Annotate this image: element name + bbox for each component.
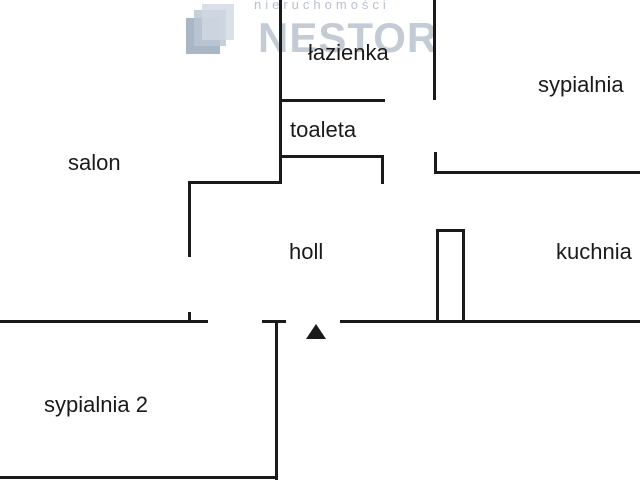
wall — [0, 320, 208, 323]
room-label-salon: salon — [68, 150, 121, 175]
wall — [340, 320, 640, 323]
room-label-toaleta: toaleta — [290, 117, 357, 142]
entrance-arrow-icon — [306, 324, 326, 339]
wall — [281, 99, 385, 102]
wall — [436, 229, 439, 323]
wall — [381, 155, 384, 184]
watermark-tagline: nieruchomości — [254, 0, 390, 12]
room-label-kuchnia: kuchnia — [556, 239, 632, 264]
wall — [462, 229, 465, 323]
wall — [188, 181, 191, 257]
wall — [188, 181, 282, 184]
wall — [275, 322, 278, 480]
building-blocks-icon — [186, 4, 234, 54]
room-label-lazienka: łazienka — [308, 40, 389, 65]
wall — [262, 320, 286, 323]
wall — [433, 0, 436, 100]
watermark: nieruchomości NESTOR — [186, 0, 466, 61]
wall — [279, 0, 282, 183]
wall — [434, 171, 640, 174]
room-label-holl: holl — [289, 239, 324, 264]
wall — [0, 476, 277, 479]
room-label-sypialnia-2: sypialnia 2 — [44, 392, 148, 417]
wall — [188, 312, 191, 322]
wall — [434, 152, 437, 174]
room-label-sypialnia: sypialnia — [538, 72, 624, 97]
wall — [436, 229, 465, 232]
wall — [281, 155, 384, 158]
watermark-name: NESTOR — [258, 14, 439, 61]
